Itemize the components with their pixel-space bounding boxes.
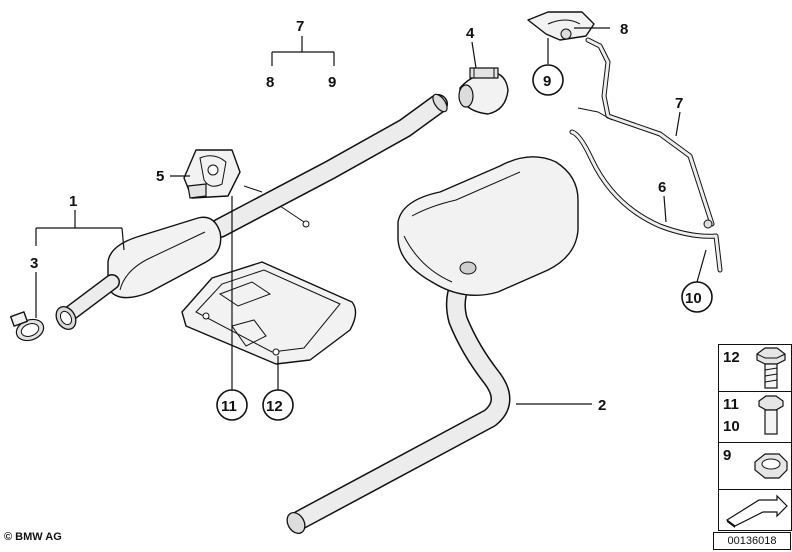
callout-4: 4 <box>466 25 475 42</box>
document-id: 00136018 <box>713 532 791 550</box>
legend-nut: 9 <box>718 442 792 490</box>
callout-12: 12 <box>266 398 283 415</box>
front-pipe-with-catalytic-converter <box>55 93 448 330</box>
hex-bolt-icon <box>758 395 784 435</box>
legend-direction <box>718 489 792 531</box>
callout-5: 5 <box>156 168 164 185</box>
rear-silencer <box>286 156 579 534</box>
direction-arrow-icon <box>725 494 788 528</box>
hex-screw-icon <box>756 347 786 389</box>
legend-screw-label: 12 <box>723 349 740 366</box>
callout-1: 1 <box>69 193 77 210</box>
callout-2: 2 <box>598 397 606 414</box>
callout-9-circle: 9 <box>543 73 551 90</box>
legend-nut-label: 9 <box>723 447 732 464</box>
callout-circle-9 <box>532 64 564 96</box>
legend-bolt-label-10: 10 <box>723 418 740 435</box>
callout-labels: 1 3 7 8 9 4 5 8 7 6 2 9 10 11 12 <box>30 18 713 421</box>
silencer-holder-bracket <box>527 11 715 227</box>
silencer-strap <box>569 129 723 273</box>
copyright-notice: © BMW AG <box>4 531 62 543</box>
callout-8-top: 8 <box>266 74 274 91</box>
legend-bolt: 11 10 <box>718 391 792 443</box>
callout-6: 6 <box>658 179 666 196</box>
callout-11: 11 <box>221 398 237 415</box>
callout-circle-10 <box>681 281 713 313</box>
legend-bolt-label-11: 11 <box>723 396 739 413</box>
callout-7-right: 7 <box>675 95 683 112</box>
pipe-clamp-4 <box>458 67 509 115</box>
callout-9-top: 9 <box>328 74 336 91</box>
leader-lines <box>35 27 707 405</box>
front-pipe-clamp <box>10 311 45 342</box>
callout-circle-12 <box>262 389 294 421</box>
rubber-hanger-bracket <box>183 149 310 228</box>
callout-8-right: 8 <box>620 21 628 38</box>
callout-7-top: 7 <box>296 18 304 35</box>
callout-circle-11 <box>216 389 248 421</box>
legend-screw: 12 <box>718 344 792 392</box>
callout-3: 3 <box>30 255 38 272</box>
callout-10: 10 <box>685 290 702 307</box>
heat-shield-plate <box>181 261 357 365</box>
hex-nut-icon <box>754 453 788 479</box>
